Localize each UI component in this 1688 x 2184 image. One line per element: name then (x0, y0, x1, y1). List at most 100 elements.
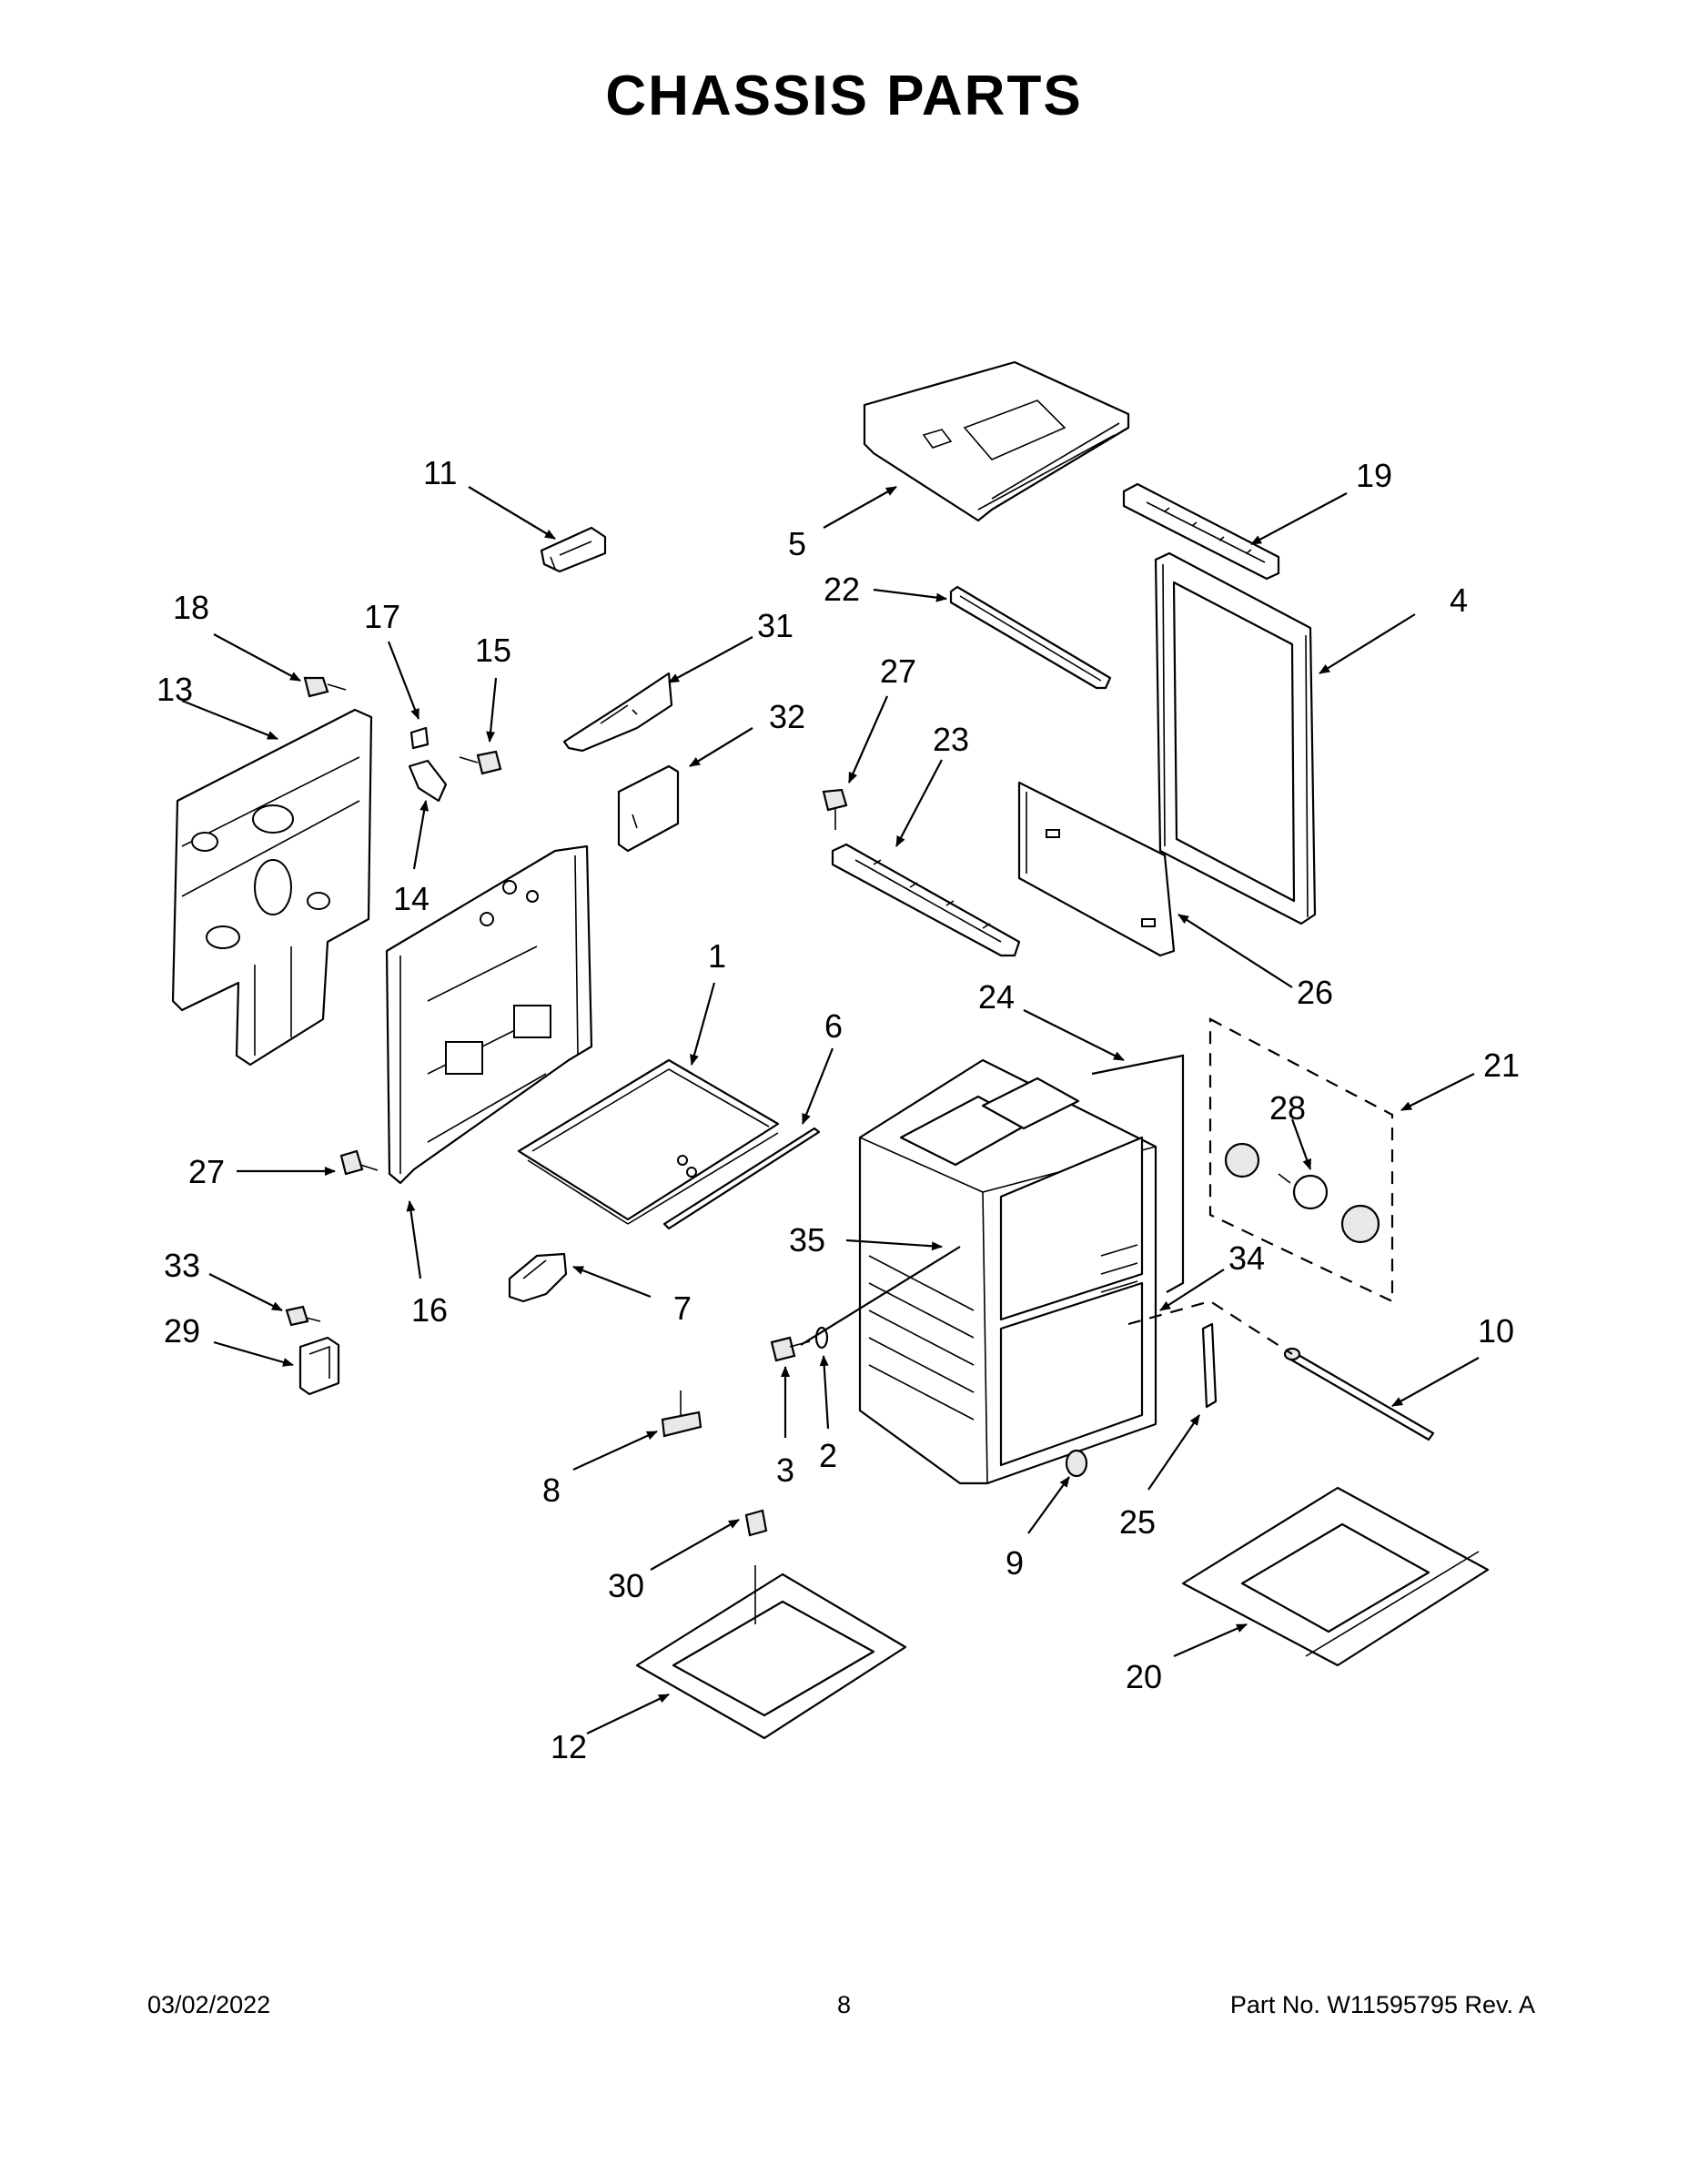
callout-14: 14 (393, 880, 430, 917)
callout-15: 15 (475, 632, 511, 669)
leader-32 (689, 727, 753, 767)
part-20-glass-panel (1181, 1486, 1490, 1667)
callout-25: 25 (1119, 1503, 1156, 1541)
part-18-screw (303, 676, 347, 698)
leader-12 (586, 1694, 670, 1734)
leader-27a (847, 695, 889, 784)
part-12-bottom-tray (635, 1509, 907, 1740)
callout-23: 23 (933, 721, 969, 758)
leader-30 (650, 1519, 740, 1571)
callout-7: 7 (673, 1289, 692, 1327)
callout-11: 11 (423, 454, 457, 491)
part-25-probe-bracket (1201, 1322, 1218, 1409)
leader-23 (895, 759, 943, 847)
callout-10: 10 (1478, 1312, 1514, 1350)
leader-1 (690, 982, 716, 1066)
callout-34: 34 (1228, 1239, 1265, 1277)
part-29-box (298, 1336, 340, 1396)
footer-page-number: 8 (836, 1991, 852, 2018)
part-24-rear-bracket (1091, 1054, 1185, 1293)
leader-15 (486, 677, 498, 743)
leader-14 (412, 800, 430, 870)
callout-24: 24 (978, 978, 1015, 1016)
callout-2: 2 (819, 1437, 837, 1474)
callout-31: 31 (757, 607, 793, 644)
leader-35 (845, 1239, 943, 1251)
leader-26 (1178, 914, 1293, 988)
part-19-trim-strip (1122, 482, 1280, 581)
leader-19 (1250, 492, 1348, 545)
callout-32: 32 (769, 698, 805, 735)
callout-18: 18 (173, 589, 209, 626)
callout-labels: 11 5 19 22 4 18 17 15 31 32 27 23 13 14 … (157, 454, 1520, 1765)
leader-22 (873, 588, 947, 602)
leader-33 (208, 1273, 283, 1311)
part-32-plate (617, 764, 680, 853)
leader-17 (387, 641, 420, 720)
callout-19: 19 (1356, 457, 1392, 494)
callout-6: 6 (824, 1007, 843, 1045)
callout-28: 28 (1269, 1089, 1306, 1127)
leader-31 (668, 636, 753, 683)
leader-18 (213, 633, 301, 682)
part-28-light-assembly (1208, 1017, 1394, 1303)
callout-16: 16 (411, 1291, 448, 1329)
part-10-sensor (1283, 1347, 1435, 1441)
part-23-rail-assembly (831, 843, 1021, 957)
part-33-screw (285, 1305, 321, 1327)
leader-8 (572, 1430, 658, 1471)
part-7-bracket (508, 1252, 568, 1303)
part-11-bracket (540, 526, 607, 573)
part-1-tray (517, 1058, 780, 1225)
callout-30: 30 (608, 1567, 644, 1604)
part-9-knob (1065, 1449, 1088, 1478)
part-13-rear-panel (171, 708, 373, 1067)
part-5-top-panel (863, 360, 1130, 522)
leader-35-line (800, 1246, 961, 1346)
part-6-rod (662, 1127, 821, 1230)
leader-lines (181, 486, 1480, 1734)
leader-29 (213, 1340, 294, 1367)
leader-9 (1027, 1476, 1070, 1534)
callout-1: 1 (708, 937, 726, 975)
callout-29: 29 (164, 1312, 200, 1350)
callout-22: 22 (824, 571, 860, 608)
part-4-door-frame (1154, 551, 1317, 925)
part-8-leveling-leg (661, 1390, 702, 1438)
callout-27-lower: 27 (188, 1153, 225, 1190)
part-22-rail (949, 585, 1112, 690)
callout-35: 35 (789, 1221, 825, 1259)
leader-16 (406, 1200, 422, 1279)
leader-2 (819, 1355, 830, 1430)
callout-20: 20 (1126, 1658, 1162, 1695)
leader-34-dashed (1127, 1299, 1293, 1355)
part-3-screw (770, 1336, 811, 1362)
part-26-panel (1017, 781, 1176, 957)
leader-13 (181, 699, 278, 741)
part-27-screw-upper (822, 788, 848, 830)
part-14-clip (408, 759, 448, 803)
footer-part-number: Part No. W11595795 Rev. A (1229, 1991, 1535, 2018)
leader-24 (1023, 1009, 1125, 1061)
callout-9: 9 (1006, 1544, 1024, 1582)
leader-21 (1400, 1073, 1475, 1111)
leader-34 (1159, 1269, 1225, 1311)
callout-13: 13 (157, 671, 193, 708)
callout-21: 21 (1483, 1046, 1520, 1084)
callout-26: 26 (1297, 974, 1333, 1011)
leader-7 (572, 1265, 652, 1299)
callout-3: 3 (776, 1451, 794, 1489)
leader-11 (468, 486, 556, 540)
leader-10 (1391, 1357, 1480, 1407)
leader-4 (1319, 613, 1416, 674)
part-27-screw-lower (339, 1149, 379, 1176)
part-15-screw (459, 750, 502, 775)
callout-17: 17 (364, 598, 400, 635)
page-title: CHASSIS PARTS (605, 65, 1083, 127)
callout-33: 33 (164, 1247, 200, 1284)
leader-20 (1173, 1623, 1248, 1658)
leader-25 (1147, 1414, 1200, 1491)
callout-4: 4 (1450, 581, 1468, 619)
callout-12: 12 (551, 1728, 587, 1765)
